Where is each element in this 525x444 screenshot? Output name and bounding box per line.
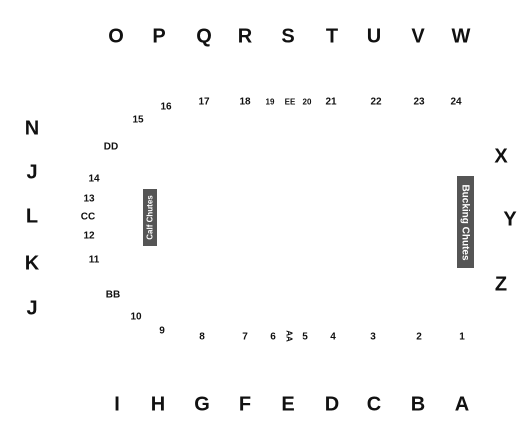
section-aa-label: AA (284, 330, 294, 342)
section-g[interactable]: G (194, 393, 210, 416)
section-p[interactable]: P (152, 25, 166, 48)
section-16[interactable]: 16 (160, 101, 172, 113)
section-4[interactable]: 4 (330, 331, 336, 343)
section-24[interactable]: 24 (450, 96, 462, 108)
section-23[interactable]: 23 (413, 96, 425, 108)
section-d[interactable]: D (324, 393, 340, 416)
section-12[interactable]: 12 (83, 230, 95, 242)
section-11[interactable]: 11 (88, 254, 100, 266)
section-21[interactable]: 21 (325, 96, 337, 108)
section-18[interactable]: 18 (239, 96, 251, 108)
section-r[interactable]: R (237, 25, 253, 48)
calf-chutes-label: Calf Chutes (145, 195, 155, 240)
section-19[interactable]: 19 (265, 97, 275, 107)
section-14[interactable]: 14 (88, 173, 100, 185)
section-8[interactable]: 8 (199, 331, 205, 343)
section-7[interactable]: 7 (242, 331, 248, 343)
section-2[interactable]: 2 (416, 331, 422, 343)
bucking-chutes-label: Bucking Chutes (460, 183, 471, 261)
section-9[interactable]: 9 (159, 325, 165, 337)
section-n[interactable]: N (24, 117, 40, 140)
section-o[interactable]: O (108, 25, 124, 48)
section-aa[interactable]: AA (283, 330, 295, 342)
calf-chutes: Calf Chutes (143, 189, 157, 246)
section-15[interactable]: 15 (132, 114, 144, 126)
section-j-lower[interactable]: J (26, 297, 38, 320)
section-f[interactable]: F (238, 393, 252, 416)
section-c[interactable]: C (366, 393, 382, 416)
section-l[interactable]: L (25, 205, 39, 228)
section-z[interactable]: Z (494, 273, 508, 296)
section-6[interactable]: 6 (270, 331, 276, 343)
section-x[interactable]: X (494, 145, 508, 168)
section-t[interactable]: T (325, 25, 339, 48)
section-v[interactable]: V (411, 25, 425, 48)
section-k[interactable]: K (24, 252, 40, 275)
section-ee[interactable]: EE (284, 97, 296, 107)
section-u[interactable]: U (366, 25, 382, 48)
section-s[interactable]: S (281, 25, 295, 48)
section-cc[interactable]: CC (80, 211, 96, 223)
section-y[interactable]: Y (503, 208, 517, 231)
section-dd[interactable]: DD (103, 141, 119, 153)
bucking-chutes: Bucking Chutes (457, 176, 474, 268)
section-q[interactable]: Q (196, 25, 212, 48)
section-e[interactable]: E (281, 393, 295, 416)
section-a[interactable]: A (454, 393, 470, 416)
section-13[interactable]: 13 (83, 193, 95, 205)
section-3[interactable]: 3 (370, 331, 376, 343)
section-20[interactable]: 20 (302, 97, 312, 107)
section-bb[interactable]: BB (105, 289, 121, 301)
section-10[interactable]: 10 (130, 311, 142, 323)
section-i[interactable]: I (114, 393, 120, 416)
section-5[interactable]: 5 (302, 331, 308, 343)
section-22[interactable]: 22 (370, 96, 382, 108)
section-w[interactable]: W (451, 25, 471, 48)
section-17[interactable]: 17 (198, 96, 210, 108)
section-j-upper[interactable]: J (26, 161, 38, 184)
section-b[interactable]: B (410, 393, 426, 416)
section-1[interactable]: 1 (459, 331, 465, 343)
section-h[interactable]: H (150, 393, 166, 416)
